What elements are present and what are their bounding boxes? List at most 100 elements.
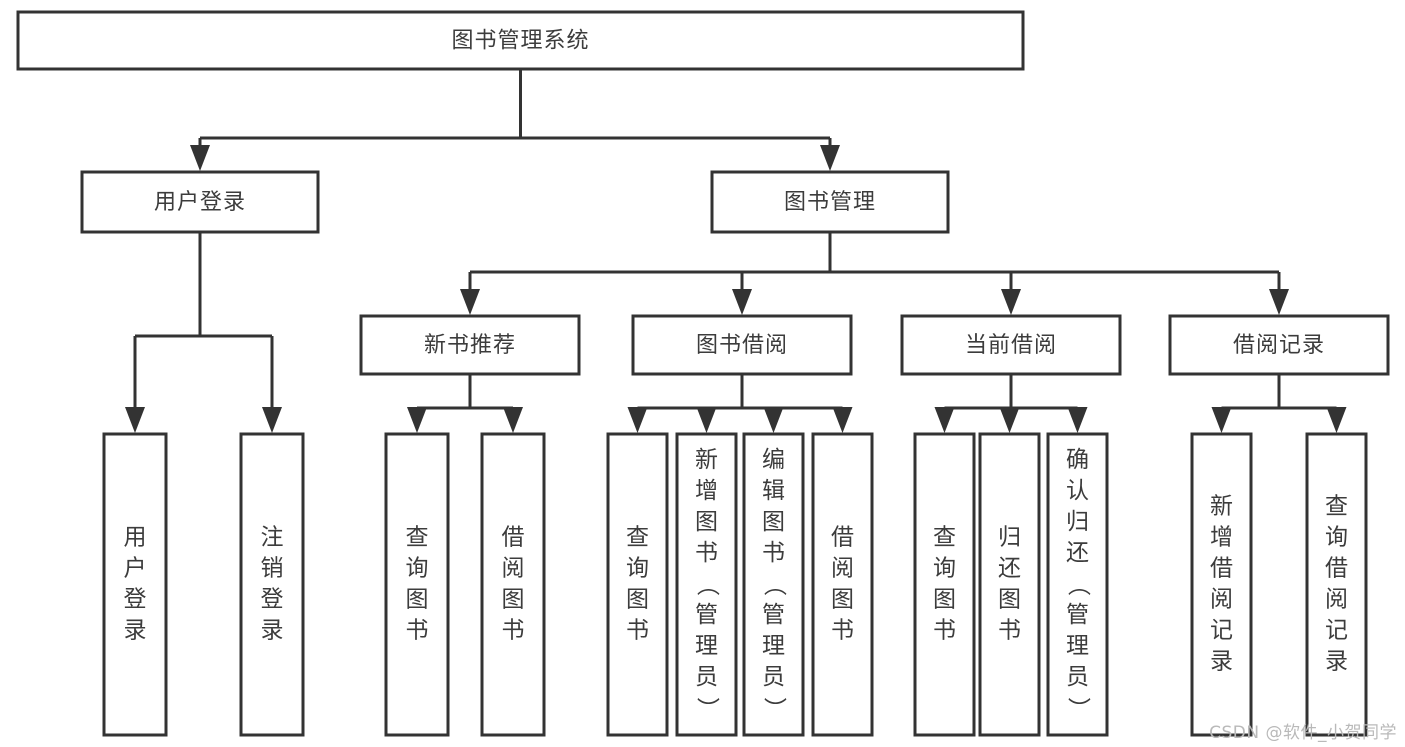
node-label-char: 借 xyxy=(1325,556,1348,582)
node-label-char: 书 xyxy=(933,618,956,644)
node-label-char: （ xyxy=(1065,573,1091,596)
node-box[interactable] xyxy=(480,432,546,737)
node-box[interactable] xyxy=(900,314,1122,376)
node-box[interactable] xyxy=(978,432,1041,737)
node-label-char: 员 xyxy=(1066,664,1089,690)
node-box[interactable] xyxy=(16,10,1025,71)
arrow-head-icon xyxy=(1211,407,1232,433)
node-label-char: 阅 xyxy=(502,556,525,582)
node-box[interactable] xyxy=(239,432,305,737)
arrow-head-icon xyxy=(190,145,210,171)
node-label: 图书管理 xyxy=(784,190,876,215)
node-label-char: 增 xyxy=(695,478,718,504)
node-label: 用户登录 xyxy=(154,190,246,215)
arrow-head-icon xyxy=(503,407,523,433)
node-box[interactable] xyxy=(913,432,976,737)
node-label-char: 辑 xyxy=(762,478,785,504)
node-label-char: （ xyxy=(694,573,720,596)
node-label-char: 归 xyxy=(998,525,1021,551)
node-label-char: 书 xyxy=(762,540,785,566)
node-label-char: 图 xyxy=(695,509,718,535)
node-root[interactable]: 图书管理系统 xyxy=(16,10,1025,71)
node-label-char: 阅 xyxy=(1325,587,1348,613)
node-book-manage[interactable]: 图书管理 xyxy=(710,170,950,234)
node-label-char: 录 xyxy=(261,618,284,644)
arrow-head-icon xyxy=(125,407,145,433)
node-label: 图书借阅 xyxy=(696,333,788,358)
node-label-char: ） xyxy=(694,697,720,720)
node-label: 图书管理系统 xyxy=(451,29,589,54)
node-label-char: 还 xyxy=(998,556,1021,582)
arrow-head-icon xyxy=(763,407,784,433)
node-box[interactable] xyxy=(1305,432,1368,737)
arrow-head-icon xyxy=(732,289,752,315)
node-label-char: 记 xyxy=(1210,618,1233,644)
node-layer: 图书管理系统用户登录图书管理新书推荐图书借阅当前借阅借阅记录用户登录注销登录查询… xyxy=(16,10,1390,737)
node-user-login[interactable]: 用户登录 xyxy=(80,170,320,234)
node-box[interactable] xyxy=(384,432,450,737)
node-box[interactable] xyxy=(811,432,874,737)
node-box[interactable] xyxy=(631,314,853,376)
node-label-char: 查 xyxy=(406,525,429,551)
node-box[interactable] xyxy=(80,170,320,234)
node-box[interactable] xyxy=(1168,314,1390,376)
arrow-head-icon xyxy=(1269,289,1289,315)
node-label-char: 查 xyxy=(933,525,956,551)
arrow-head-icon xyxy=(1001,289,1021,315)
node-label-char: 录 xyxy=(1210,649,1233,675)
node-label-char: 图 xyxy=(831,587,854,613)
connector-layer xyxy=(125,69,1347,433)
arrow-head-icon xyxy=(1326,407,1347,433)
node-label-char: 书 xyxy=(502,618,525,644)
node-label: 借阅记录 xyxy=(1233,333,1325,358)
node-current-borrow[interactable]: 当前借阅 xyxy=(900,314,1122,376)
node-box[interactable] xyxy=(1046,432,1109,737)
node-label-char: 书 xyxy=(998,618,1021,644)
node-leaf-user-login[interactable]: 用户登录 xyxy=(102,432,168,737)
node-label-char: 理 xyxy=(695,633,718,659)
node-new-book-rec[interactable]: 新书推荐 xyxy=(359,314,581,376)
arrow-head-icon xyxy=(262,407,282,433)
node-label-char: 书 xyxy=(406,618,429,644)
node-box[interactable] xyxy=(675,432,738,737)
node-label-char: 员 xyxy=(762,664,785,690)
node-box[interactable] xyxy=(359,314,581,376)
node-box[interactable] xyxy=(710,170,950,234)
node-label-char: 销 xyxy=(261,556,284,582)
node-label-char: 新 xyxy=(695,447,718,473)
node-label-char: 借 xyxy=(502,525,525,551)
node-label-char: 登 xyxy=(124,587,147,613)
node-label-char: 书 xyxy=(626,618,649,644)
node-label-char: 还 xyxy=(1066,540,1089,566)
node-book-borrow[interactable]: 图书借阅 xyxy=(631,314,853,376)
node-label-char: 管 xyxy=(695,602,718,628)
node-label-char: 借 xyxy=(831,525,854,551)
node-label-char: 图 xyxy=(626,587,649,613)
node-box[interactable] xyxy=(742,432,805,737)
arrow-head-icon xyxy=(1067,407,1088,433)
node-borrow-record[interactable]: 借阅记录 xyxy=(1168,314,1390,376)
node-label-char: 图 xyxy=(762,509,785,535)
node-box[interactable] xyxy=(102,432,168,737)
node-label-char: 认 xyxy=(1066,478,1089,504)
node-label-char: 阅 xyxy=(831,556,854,582)
arrow-head-icon xyxy=(460,289,480,315)
node-label-char: 询 xyxy=(1325,525,1348,551)
node-label-char: 图 xyxy=(406,587,429,613)
node-box[interactable] xyxy=(1190,432,1253,737)
node-box[interactable] xyxy=(606,432,669,737)
